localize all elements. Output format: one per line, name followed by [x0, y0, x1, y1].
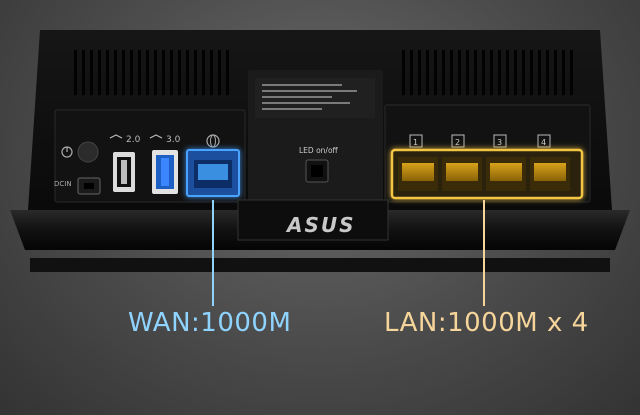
lan-number-icons	[409, 134, 551, 148]
lan-ports	[390, 148, 584, 200]
lan-number-1: 1	[413, 138, 418, 147]
left-vents	[70, 50, 230, 95]
usb-2-port	[109, 134, 135, 192]
power-button	[77, 141, 99, 163]
led-label: LED on/off	[299, 146, 339, 155]
asus-logo: ASUS	[285, 213, 356, 237]
lan-number-2: 2	[455, 138, 460, 147]
usb-3-port	[149, 134, 178, 194]
lan-number-4: 4	[541, 138, 546, 147]
usb2-label: 2.0	[126, 135, 141, 145]
lan-number-3: 3	[497, 138, 502, 147]
wan-port	[186, 134, 240, 197]
usb-icon	[149, 134, 163, 139]
ethernet-icon	[198, 164, 228, 180]
asus-logo-plate	[237, 199, 389, 241]
lan-caption: LAN:1000M x 4	[384, 308, 589, 338]
wan-caption: WAN:1000M	[128, 308, 292, 338]
right-vents	[400, 50, 575, 95]
usb-icon	[109, 134, 123, 139]
usb3-label: 3.0	[166, 135, 181, 145]
dcin-label: DCIN	[54, 180, 72, 188]
